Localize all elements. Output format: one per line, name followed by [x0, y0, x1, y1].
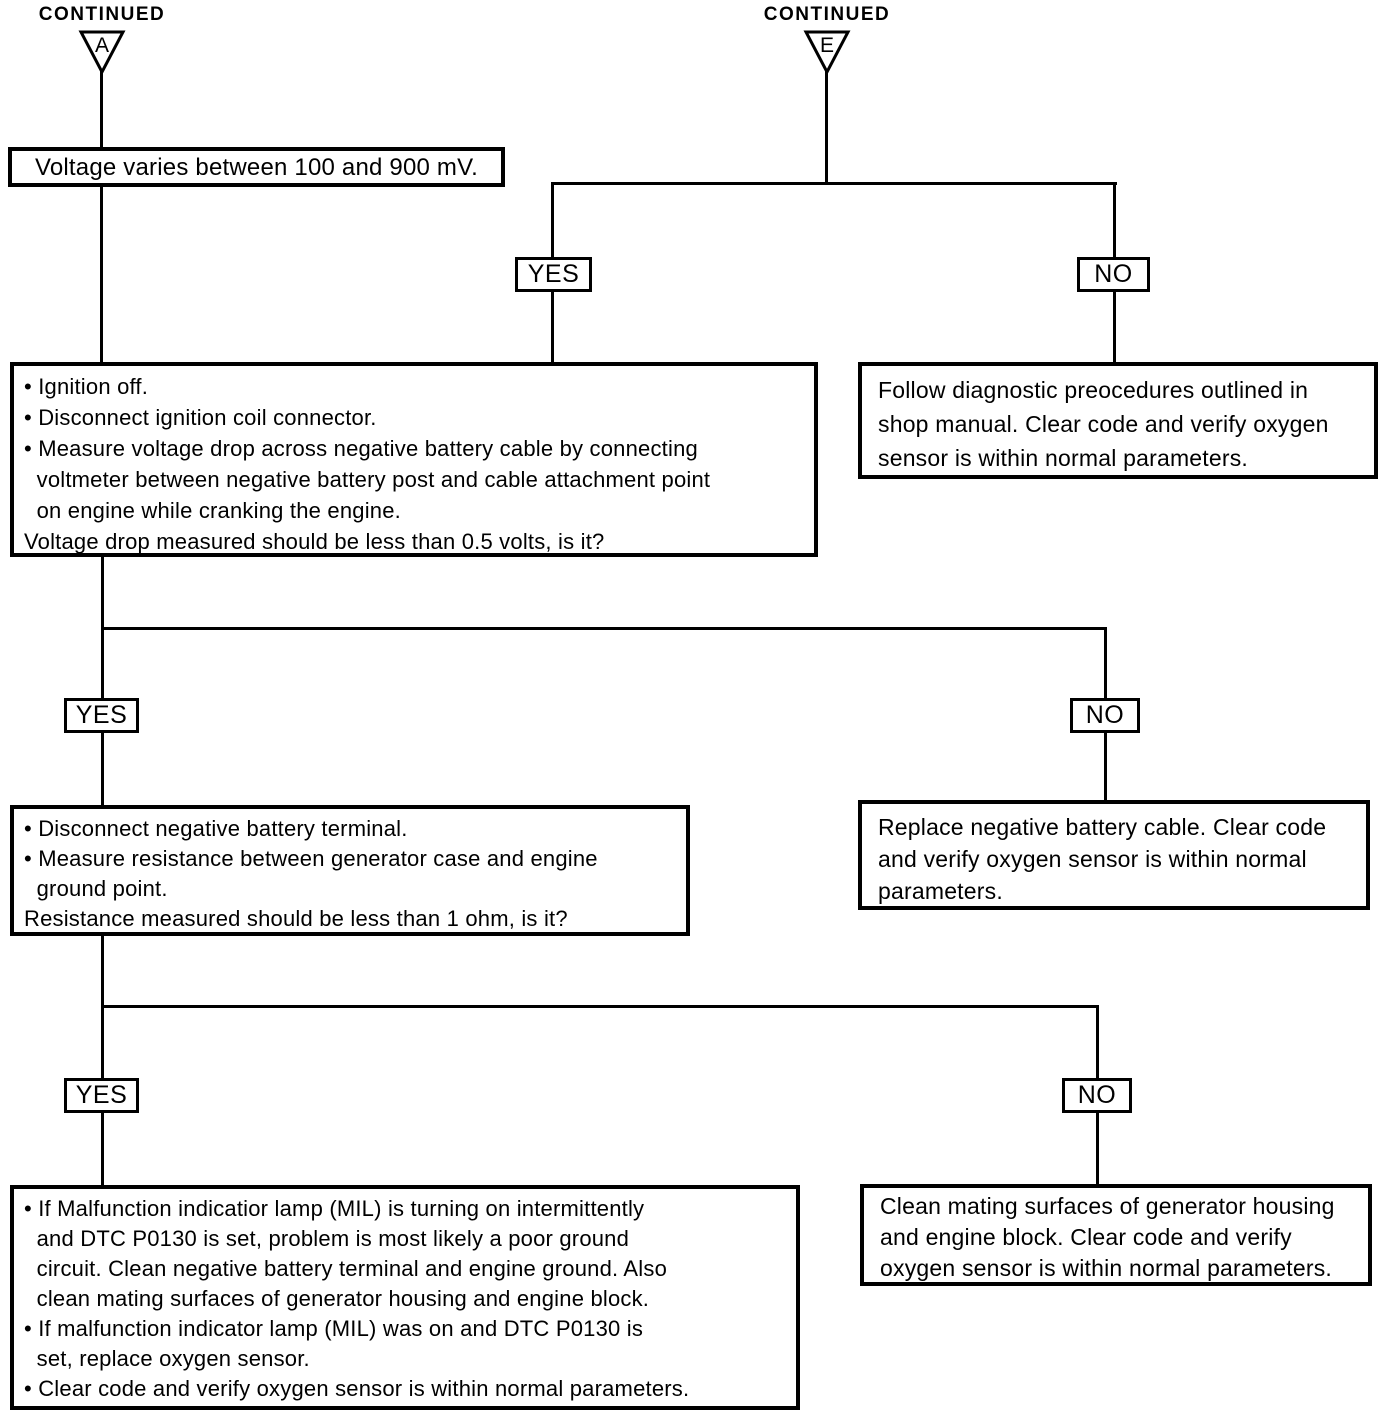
- tier1-no-label: NO: [1077, 257, 1150, 292]
- triangle-a-icon: A: [78, 30, 126, 75]
- connector-continued-e: CONTINUED E: [755, 4, 899, 75]
- continued-label-a: CONTINUED: [38, 4, 166, 25]
- flow-line-a-stem: [100, 68, 103, 364]
- flow-line-tier3-stem: [101, 933, 104, 1188]
- flow-line-e-stem: [825, 66, 828, 185]
- replace-cable-box: Replace negative battery cable. Clear co…: [858, 800, 1370, 910]
- flow-line-tier2-stem: [101, 555, 104, 808]
- clean-surfaces-box: Clean mating surfaces of generator housi…: [860, 1184, 1372, 1286]
- tier2-yes-label: YES: [64, 698, 139, 733]
- continued-label-e: CONTINUED: [763, 4, 891, 25]
- connector-letter-e: E: [820, 34, 834, 57]
- voltage-result-box: Voltage varies between 100 and 900 mV.: [8, 147, 505, 187]
- tier1-yes-label: YES: [515, 257, 592, 292]
- mil-diagnosis-box: • If Malfunction indicatior lamp (MIL) i…: [10, 1185, 800, 1410]
- voltage-drop-test-box: • Ignition off. • Disconnect ignition co…: [10, 362, 818, 557]
- tier2-no-label: NO: [1070, 698, 1140, 733]
- resistance-test-box: • Disconnect negative battery terminal. …: [10, 805, 690, 936]
- tier3-yes-label: YES: [64, 1078, 139, 1113]
- flow-line-tier1-horizontal: [551, 182, 1117, 185]
- flow-line-tier3-horizontal: [101, 1005, 1099, 1008]
- triangle-e-icon: E: [803, 30, 851, 75]
- connector-continued-a: CONTINUED A: [30, 4, 174, 75]
- follow-shop-manual-box: Follow diagnostic preocedures outlined i…: [858, 362, 1378, 479]
- tier3-no-label: NO: [1062, 1078, 1132, 1113]
- flow-line-tier2-horizontal: [101, 627, 1107, 630]
- connector-letter-a: A: [95, 34, 109, 57]
